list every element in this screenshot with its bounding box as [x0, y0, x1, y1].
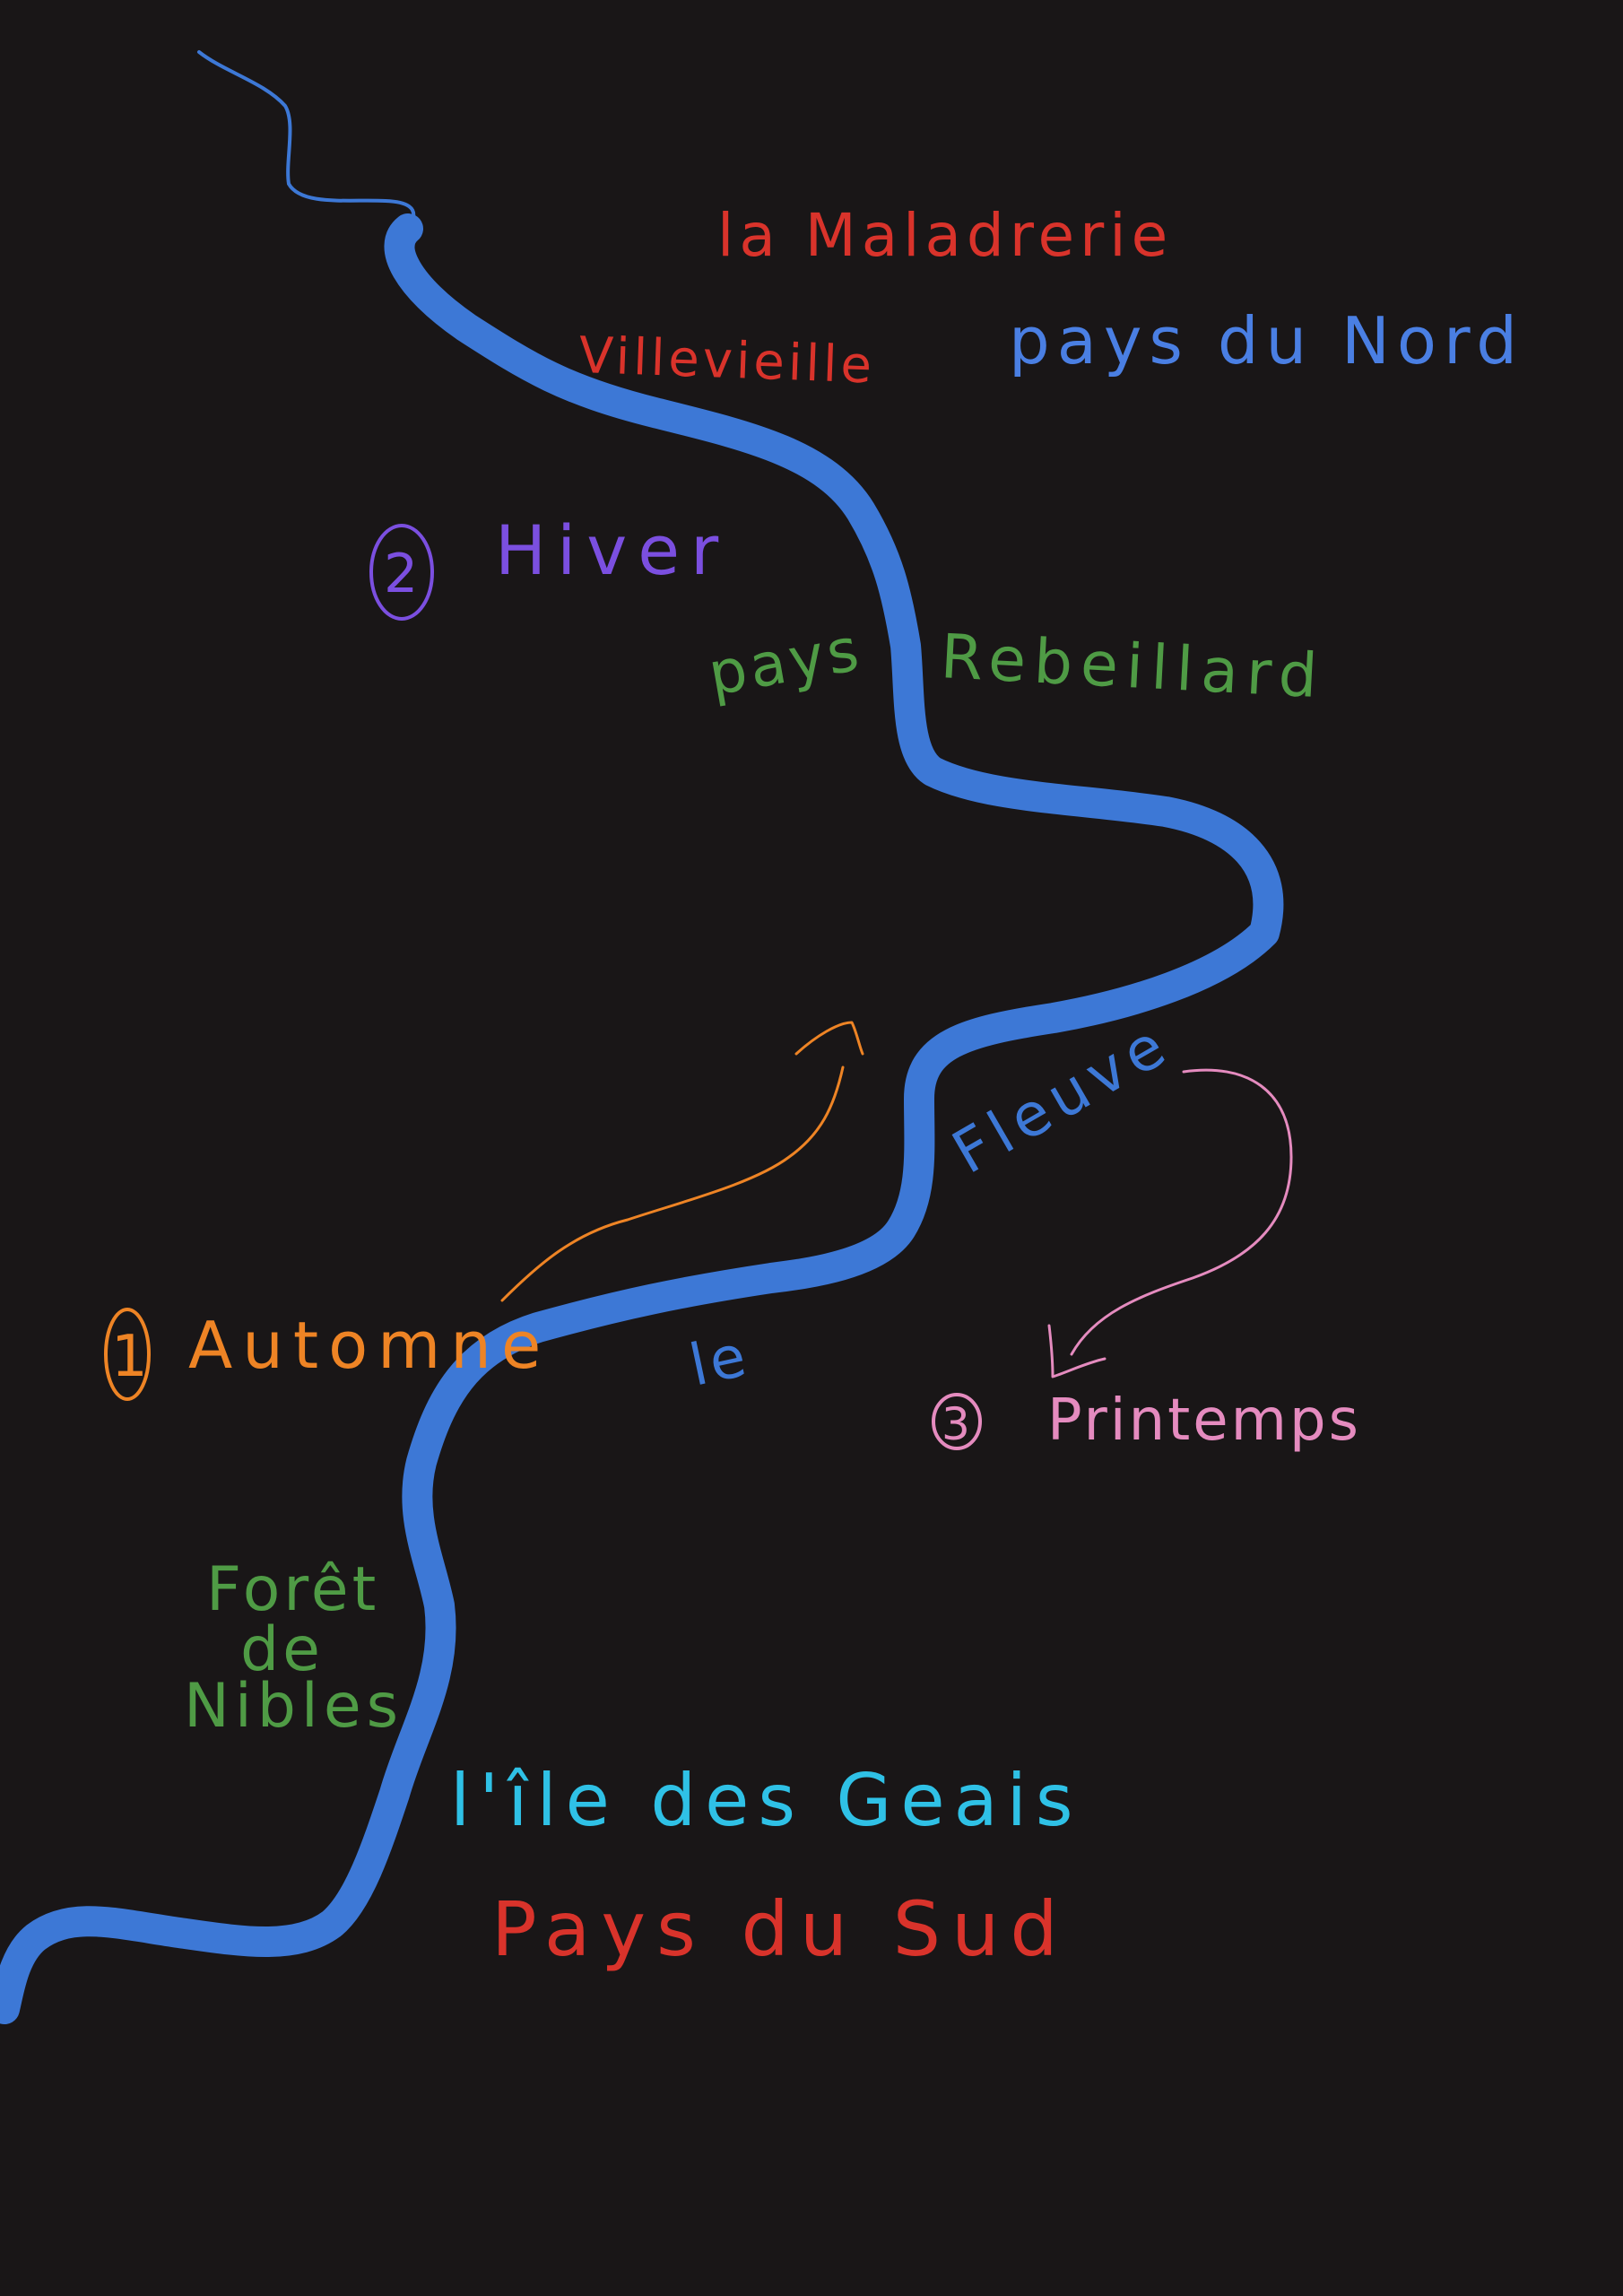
autumn-arrow-icon: [500, 1021, 864, 1302]
label-printemps: Printemps: [1047, 1387, 1361, 1454]
label-hiver-number: 2: [384, 543, 418, 605]
label-nibles: Nibles: [184, 1671, 404, 1742]
river-source-stream: [197, 50, 416, 222]
label-ile-des-geais: l'île des Geais: [450, 1759, 1082, 1842]
printemps-number-circle: [932, 1393, 982, 1450]
spring-arrow-icon: [1047, 1068, 1293, 1378]
label-hiver: Hiver: [495, 510, 729, 590]
label-pays-du-nord: pays du Nord: [1009, 303, 1524, 378]
label-printemps-number: 3: [942, 1398, 970, 1450]
label-le: le: [684, 1323, 755, 1400]
river-line: [0, 213, 1284, 2024]
automne-number-circle: [104, 1308, 151, 1401]
label-maladrerie: la Maladrerie: [717, 201, 1173, 270]
label-foret: Forêt: [206, 1554, 379, 1625]
label-automne: Automne: [188, 1308, 551, 1383]
label-automne-number: 1: [111, 1324, 148, 1390]
label-de: de: [240, 1614, 324, 1685]
label-villevieille: Villevieille: [578, 326, 877, 395]
hiver-number-circle: [369, 524, 434, 621]
label-pays-du-sud: Pays du Sud: [491, 1885, 1069, 1973]
